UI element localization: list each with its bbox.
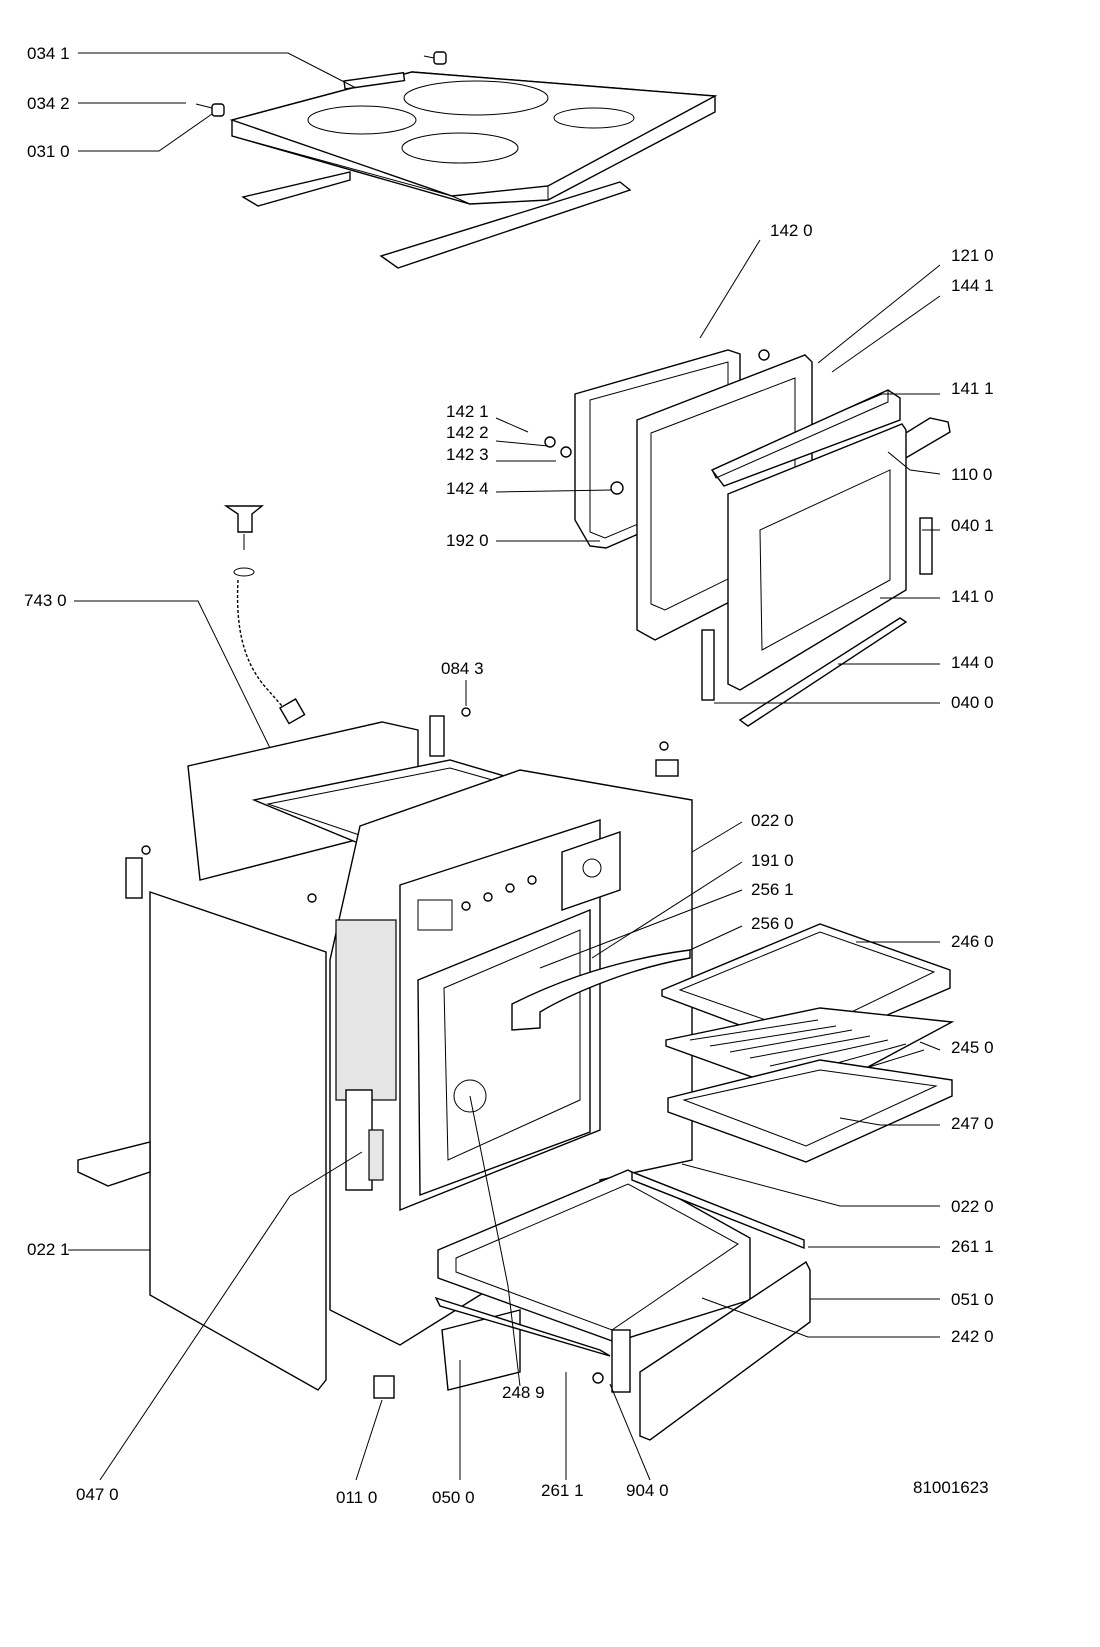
oven-trays: [661, 923, 955, 1163]
label-040-1: 040 1: [951, 516, 994, 535]
label-142-0: 142 0: [770, 221, 813, 240]
label-261-1-bottom: 261 1: [541, 1481, 584, 1500]
label-192-0: 192 0: [446, 531, 489, 550]
label-022-0-bottom: 022 0: [951, 1197, 994, 1216]
cabinet-body: [77, 707, 811, 1441]
label-011-0: 011 0: [336, 1488, 377, 1507]
label-022-1: 022 1: [27, 1240, 70, 1259]
label-034-2: 034 2: [27, 94, 70, 113]
gas-hose: [223, 505, 306, 725]
label-022-0-top: 022 0: [751, 811, 794, 830]
label-141-0: 141 0: [951, 587, 994, 606]
label-110-0: 110 0: [951, 465, 992, 484]
label-248-9: 248 9: [502, 1383, 545, 1402]
label-034-1: 034 1: [27, 44, 70, 63]
label-743-0: 743 0: [24, 591, 67, 610]
document-number: 81001623: [913, 1478, 989, 1497]
cooktop-assembly: [195, 51, 718, 269]
label-256-0: 256 0: [751, 914, 794, 933]
label-191-0: 191 0: [751, 851, 794, 870]
label-051-0: 051 0: [951, 1290, 994, 1309]
label-242-0: 242 0: [951, 1327, 994, 1346]
label-246-0: 246 0: [951, 932, 994, 951]
label-040-0: 040 0: [951, 693, 994, 712]
label-144-1: 144 1: [951, 276, 994, 295]
label-247-0: 247 0: [951, 1114, 994, 1133]
leader-lines: [68, 52, 941, 1481]
label-142-2: 142 2: [446, 423, 489, 442]
label-142-4: 142 4: [446, 479, 489, 498]
label-142-1: 142 1: [446, 402, 489, 421]
label-050-0: 050 0: [432, 1488, 475, 1507]
label-121-0: 121 0: [951, 246, 994, 265]
part-labels: 034 1 034 2 031 0 142 0 121 0 144 1 141 …: [24, 44, 994, 1507]
label-141-1: 141 1: [951, 379, 994, 398]
label-142-3: 142 3: [446, 445, 489, 464]
label-904-0: 904 0: [626, 1481, 669, 1500]
label-047-0: 047 0: [76, 1485, 119, 1504]
oven-door-assembly: [544, 349, 951, 727]
label-245-0: 245 0: [951, 1038, 994, 1057]
label-031-0: 031 0: [27, 142, 70, 161]
label-256-1: 256 1: [751, 880, 794, 899]
label-084-3: 084 3: [441, 659, 484, 678]
label-261-1-right: 261 1: [951, 1237, 994, 1256]
label-144-0: 144 0: [951, 653, 994, 672]
